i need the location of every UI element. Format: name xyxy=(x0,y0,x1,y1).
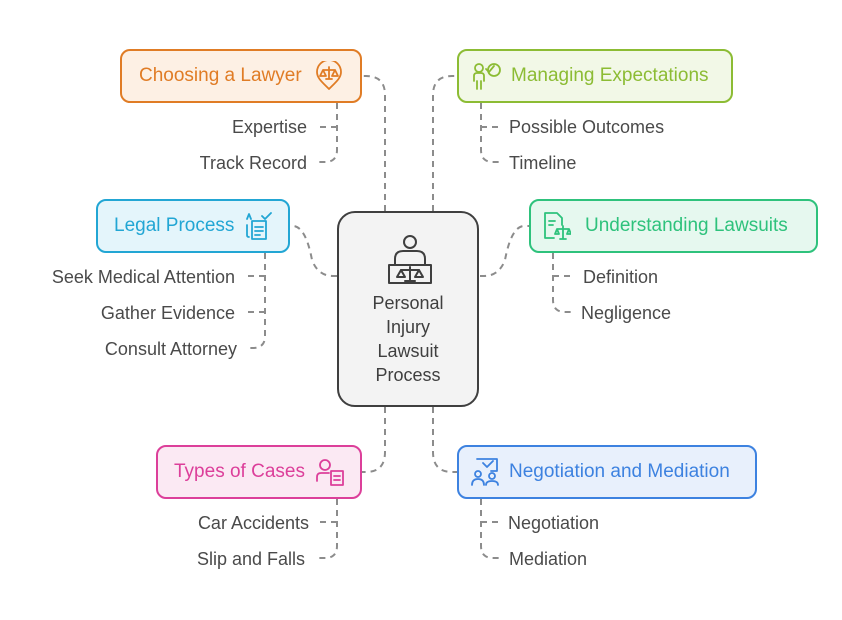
topic-title: Legal Process xyxy=(114,215,235,236)
item-expertise: Expertise xyxy=(231,117,307,137)
topic-legal-process: Legal Process xyxy=(96,199,290,253)
person-with-scales-icon xyxy=(388,235,432,284)
item-seek-medical-attention: Seek Medical Attention xyxy=(51,267,235,287)
topic-title: Choosing a Lawyer xyxy=(139,65,302,86)
topic-understanding-lawsuits: Understanding Lawsuits xyxy=(529,199,818,253)
topic-title: Negotiation and Mediation xyxy=(509,461,730,482)
document-checklist-icon xyxy=(246,212,273,240)
item-track-record: Track Record xyxy=(199,153,307,173)
item-negligence: Negligence xyxy=(581,303,672,323)
item-slip-and-falls: Slip and Falls xyxy=(196,549,305,569)
topic-title: Understanding Lawsuits xyxy=(585,215,788,236)
connector-understanding-lawsuits xyxy=(480,225,529,277)
topic-managing-expectations: Managing Expectations xyxy=(457,49,733,103)
person-document-icon xyxy=(316,459,344,486)
person-checklist-icon xyxy=(473,63,501,90)
center-node: Personal Injury Lawsuit Process xyxy=(337,211,479,407)
topic-title: Managing Expectations xyxy=(511,65,709,86)
people-handshake-board-icon xyxy=(471,458,499,486)
connector-negotiation xyxy=(432,407,457,473)
topic-choosing-lawyer: Choosing a Lawyer xyxy=(120,49,362,103)
topic-negotiation-and-mediation: Negotiation and Mediation xyxy=(457,445,757,499)
item-gather-evidence: Gather Evidence xyxy=(100,303,235,323)
item-timeline: Timeline xyxy=(509,153,577,173)
item-mediation: Mediation xyxy=(509,549,588,569)
document-scales-icon xyxy=(544,212,571,240)
item-negotiation: Negotiation xyxy=(508,513,600,533)
item-car-accidents: Car Accidents xyxy=(197,513,309,533)
connector-choosing-lawyer xyxy=(362,75,386,211)
topic-title: Types of Cases xyxy=(174,461,305,482)
item-possible-outcomes: Possible Outcomes xyxy=(509,117,665,137)
scales-location-pin-icon xyxy=(315,61,342,90)
connector-managing-expectations xyxy=(432,75,457,211)
topic-types-of-cases: Types of Cases xyxy=(156,445,362,499)
center-title: Personal Injury Lawsuit Process xyxy=(372,293,444,385)
item-consult-attorney: Consult Attorney xyxy=(104,339,237,359)
connector-types-of-cases xyxy=(362,407,386,473)
connector-legal-process xyxy=(290,225,337,277)
item-definition: Definition xyxy=(583,267,659,287)
